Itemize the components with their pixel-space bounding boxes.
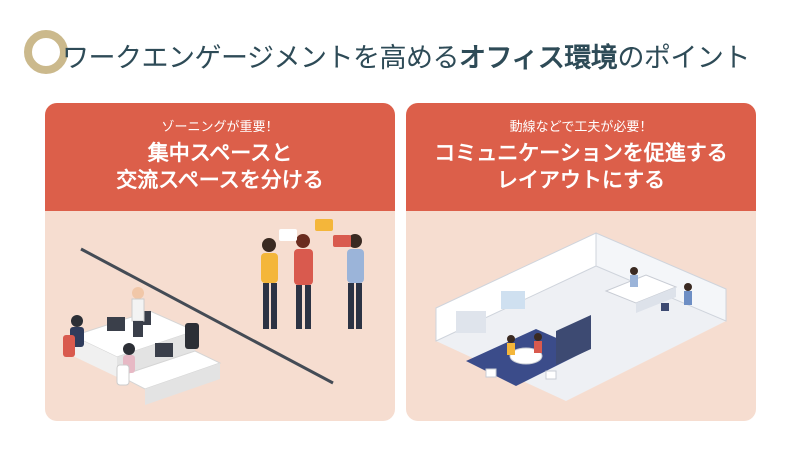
title-ring-decoration	[24, 30, 68, 74]
card-zoning: ゾーニングが重要！ 集中スペースと 交流スペースを分ける	[45, 103, 395, 421]
office-person-3	[630, 267, 638, 287]
person-standing	[131, 287, 145, 337]
card-heading-line2: 交流スペースを分ける	[116, 168, 324, 192]
card-subtitle: ゾーニングが重要！	[161, 120, 279, 135]
desk-cluster	[71, 310, 222, 405]
card-illustration-area	[406, 211, 756, 421]
person-seated-1	[63, 315, 84, 357]
office-person-2	[534, 333, 542, 353]
title-part-light: ワークエンゲージメントを高める	[62, 43, 459, 74]
card-heading-line2: レイアウトにする	[496, 168, 666, 192]
person-blue	[347, 234, 364, 329]
chair-black	[185, 323, 199, 349]
card-heading-line1: 集中スペースと	[147, 141, 293, 165]
monitor-3	[155, 343, 173, 357]
speech-bubble-icons	[279, 219, 351, 247]
person-yellow	[261, 238, 278, 329]
zone-divider-line	[80, 247, 334, 385]
office-layout-illustration	[435, 232, 727, 401]
person-red	[294, 234, 313, 329]
card-subtitle: 動線などで工夫が必要！	[509, 120, 653, 135]
card-heading-line1: コミュニケーションを促進する	[434, 141, 728, 165]
title-part-tail: のポイント	[617, 43, 750, 74]
card-communication: 動線などで工夫が必要！ コミュニケーションを促進する レイアウトにする	[406, 103, 756, 421]
zoning-illustration	[63, 219, 364, 405]
person-seated-2	[116, 343, 135, 386]
page-title: ワークエンゲージメントを高めるオフィス環境のポイント	[62, 40, 750, 78]
card-illustration-area	[45, 211, 395, 421]
office-person-1	[507, 335, 515, 355]
office-person-4	[684, 283, 692, 305]
card-header: ゾーニングが重要！ 集中スペースと 交流スペースを分ける	[45, 103, 395, 211]
card-header: 動線などで工夫が必要！ コミュニケーションを促進する レイアウトにする	[406, 103, 756, 211]
partition-wall	[556, 315, 591, 365]
monitor-1	[107, 317, 125, 331]
title-part-bold: オフィス環境	[458, 43, 618, 74]
